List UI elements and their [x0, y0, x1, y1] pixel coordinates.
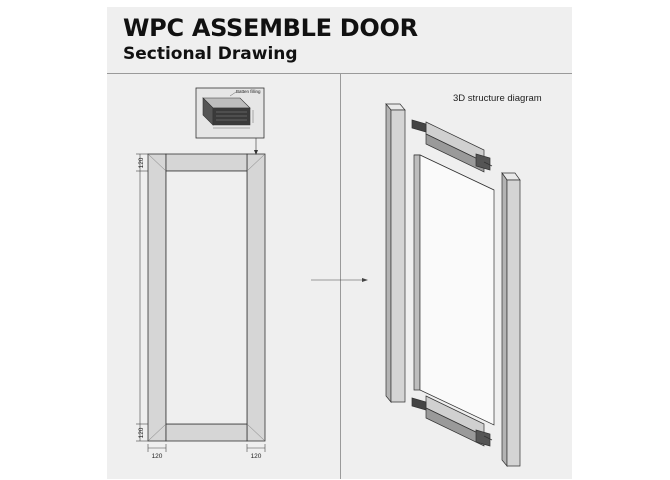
- dimension-lines: [136, 153, 266, 452]
- door-frame-front-view: [147, 153, 266, 442]
- dimension-label-top: 120: [138, 157, 145, 168]
- frame-bottom-rail: [165, 423, 248, 442]
- dimension-label-right: 120: [251, 453, 262, 460]
- batten-filling-label: Batten filling: [236, 89, 261, 94]
- direction-arrow: [311, 278, 368, 282]
- rail-bottom-3d: [411, 395, 493, 447]
- page-title: WPC ASSEMBLE DOOR: [123, 14, 418, 42]
- frame-right-stile: [246, 153, 266, 442]
- frame-top-rail: [165, 153, 248, 172]
- structure-diagram-label: 3D structure diagram: [453, 93, 542, 104]
- frame-left-stile: [147, 153, 167, 442]
- stile-left-3d: [385, 103, 406, 403]
- batten-callout: Batten filling: [195, 87, 265, 155]
- stile-right-3d: [501, 171, 521, 467]
- frame-glass-opening: [165, 170, 248, 425]
- glass-panel-3d: [413, 154, 495, 426]
- page-subtitle: Sectional Drawing: [123, 44, 298, 64]
- dimension-label-left: 120: [152, 453, 163, 460]
- rail-top-3d: [411, 119, 493, 173]
- dimension-label-bottom: 120: [138, 427, 145, 438]
